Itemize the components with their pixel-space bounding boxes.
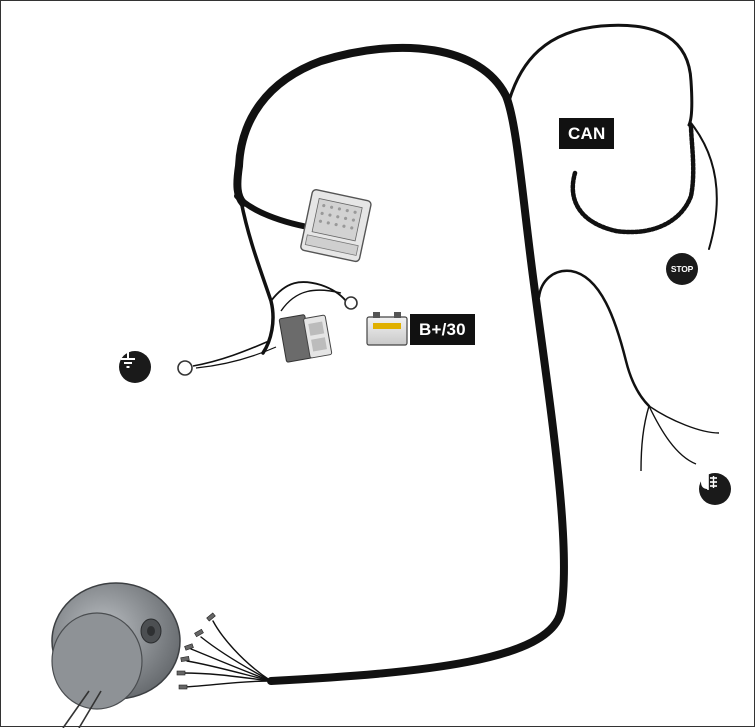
- trailer-socket: [51, 582, 181, 728]
- socket-wires: [182, 620, 272, 688]
- socket-wire-pins: [176, 612, 216, 690]
- ground-ring-terminal: [177, 360, 193, 376]
- ground-symbol-icon: [119, 351, 151, 383]
- can-twisted-pair: [570, 122, 696, 235]
- battery-wire-2: [280, 289, 342, 312]
- battery-wire: [270, 281, 347, 302]
- fog-wire-3: [640, 405, 650, 472]
- battery-ring-terminal: [344, 296, 358, 310]
- ground-wire-2: [195, 346, 277, 369]
- fog-wire-2: [648, 405, 697, 465]
- fog-wire-1: [648, 405, 720, 434]
- stop-branch-cable: [507, 23, 694, 127]
- main-harness-cable: [233, 43, 568, 685]
- fog-branch-cable: [537, 269, 651, 408]
- car-battery: [366, 312, 408, 346]
- battery-b-plus-30-label: B+/30: [410, 314, 475, 345]
- stop-lamp-icon: STOP: [666, 253, 698, 285]
- ground-branch-cable: [239, 199, 275, 355]
- ecu-connector-plug: [300, 189, 372, 263]
- stop-label: STOP: [670, 264, 694, 274]
- can-label: CAN: [559, 118, 615, 149]
- stop-lamp-wire: [690, 122, 718, 250]
- rear-fog-lamp-icon: [699, 473, 731, 505]
- relay-fuse-block: [278, 314, 333, 363]
- ground-wire: [192, 340, 270, 367]
